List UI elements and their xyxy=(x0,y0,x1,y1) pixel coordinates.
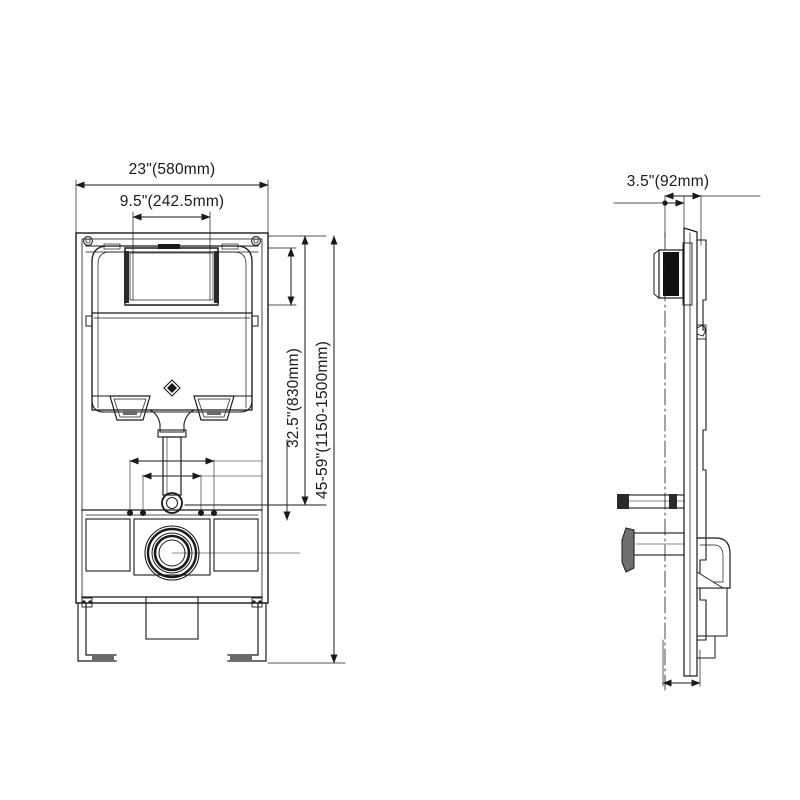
funnel-right xyxy=(193,395,235,421)
side-bolt-stud-upper xyxy=(617,494,685,509)
label-height-range: 45-59"(1150-1500mm) xyxy=(314,341,331,499)
label-bolt-spacing: 9.5"(242.5mm) xyxy=(120,193,225,210)
flush-pipe xyxy=(162,436,182,496)
bracket-left xyxy=(85,315,93,327)
side-waste-stub xyxy=(696,635,716,659)
support-leg-right xyxy=(227,597,267,662)
side-waste-lower-box xyxy=(696,587,728,637)
side-tank-profile xyxy=(696,239,707,641)
actuator-right-tab xyxy=(214,251,219,303)
side-elevation-view xyxy=(617,227,731,691)
label-depth: 3.5"(92mm) xyxy=(627,173,709,190)
side-waste-elbow xyxy=(696,537,731,589)
funnel-left xyxy=(109,395,151,421)
actuator-plate-opening-inner xyxy=(129,252,214,301)
flush-pipe-neck xyxy=(149,409,195,433)
label-seat-height: 32.5"(830mm) xyxy=(285,348,302,448)
side-actuator-block xyxy=(653,248,684,300)
bracket-right xyxy=(251,315,259,327)
side-mid-clip xyxy=(696,324,707,337)
frame-outer-rect xyxy=(75,232,269,604)
side-waste-elbow-inner xyxy=(699,544,724,583)
frame-corner-bolts xyxy=(83,236,261,246)
front-dimension-lines xyxy=(75,179,346,664)
base-plate-right xyxy=(213,518,259,572)
flush-pipe-collar xyxy=(157,429,187,438)
flush-valve-marker xyxy=(163,379,181,397)
front-elevation-view xyxy=(75,232,269,662)
actuator-button-slot xyxy=(158,244,180,249)
water-inlet xyxy=(161,492,183,514)
support-leg-left xyxy=(77,597,117,662)
base-plate-left xyxy=(85,518,131,572)
tank-lower-chamber xyxy=(91,319,253,413)
tank-tab-left xyxy=(103,243,121,250)
actuator-left-tab xyxy=(124,251,129,303)
side-waste-wedge xyxy=(696,571,725,589)
frame-inner-rect xyxy=(81,238,263,598)
side-dimension-lines xyxy=(613,192,761,687)
label-overall-width: 23"(580mm) xyxy=(129,161,216,178)
side-actuator-frame xyxy=(682,242,693,306)
side-bolt-stud-lower xyxy=(621,527,685,573)
actuator-plate-opening xyxy=(124,247,219,306)
waste-outlet-plate xyxy=(133,518,211,576)
tank-tab-right xyxy=(221,243,239,250)
waste-stub xyxy=(145,596,199,640)
side-frame-spine xyxy=(683,227,698,677)
